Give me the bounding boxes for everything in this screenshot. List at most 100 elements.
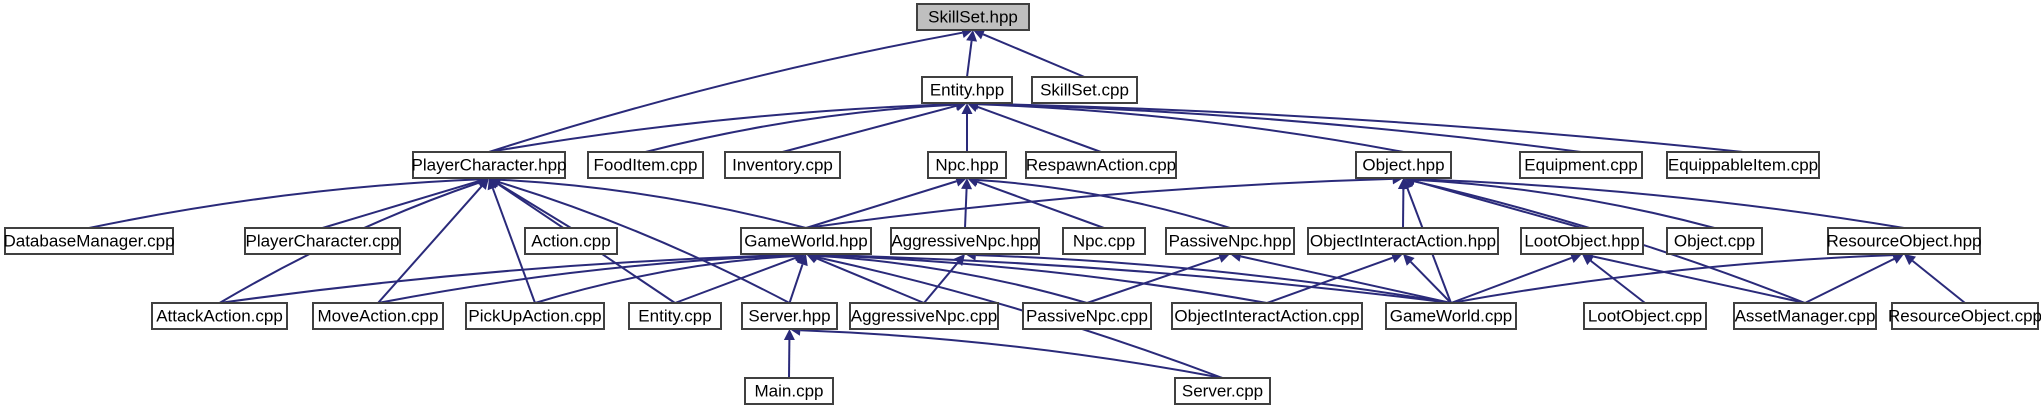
graph-node-databasemanager-cpp[interactable]: DatabaseManager.cpp: [3, 227, 175, 255]
graph-node-main-cpp[interactable]: Main.cpp: [744, 377, 834, 405]
graph-node-box-root[interactable]: [916, 3, 1030, 31]
graph-node-box[interactable]: [1666, 227, 1763, 255]
graph-node-box[interactable]: [1666, 151, 1820, 179]
graph-edge: [976, 180, 1105, 229]
graph-node-passivenpc-cpp[interactable]: PassiveNpc.cpp: [1022, 302, 1152, 330]
graph-node-aggressivenpc-cpp[interactable]: AggressiveNpc.cpp: [849, 302, 999, 330]
graph-node-box[interactable]: [740, 227, 872, 255]
graph-edge-arrow: [1569, 252, 1582, 264]
graph-node-box[interactable]: [1165, 227, 1295, 255]
graph-node-lootobject-hpp[interactable]: LootObject.hpp: [1520, 227, 1644, 255]
graph-node-npc-hpp[interactable]: Npc.hpp: [927, 151, 1007, 179]
graph-node-box[interactable]: [587, 151, 704, 179]
graph-edge: [982, 33, 1085, 78]
graph-node-box[interactable]: [1385, 302, 1517, 330]
graph-edge-arrow: [973, 29, 986, 40]
graph-node-inventory-cpp[interactable]: Inventory.cpp: [724, 151, 841, 179]
graph-node-skillset-hpp[interactable]: SkillSet.hpp: [916, 3, 1030, 31]
graph-node-resourceobject-hpp[interactable]: ResourceObject.hpp: [1827, 227, 1982, 255]
graph-node-box[interactable]: [1022, 302, 1152, 330]
graph-node-box[interactable]: [628, 302, 722, 330]
graph-node-equippableitem-cpp[interactable]: EquippableItem.cpp: [1666, 151, 1820, 179]
graph-node-gameworld-hpp[interactable]: GameWorld.hpp: [740, 227, 872, 255]
graph-node-aggressivenpc-hpp[interactable]: AggressiveNpc.hpp: [890, 227, 1040, 255]
graph-node-box[interactable]: [1355, 151, 1452, 179]
graph-node-box[interactable]: [1733, 302, 1877, 330]
graph-node-box[interactable]: [244, 227, 401, 255]
graph-edge: [498, 181, 790, 304]
graph-edge: [816, 254, 1268, 304]
graph-edge-arrow: [1403, 254, 1415, 266]
graph-node-box[interactable]: [741, 302, 838, 330]
graph-edge: [1450, 254, 1894, 304]
graph-node-moveaction-cpp[interactable]: MoveAction.cpp: [312, 302, 444, 330]
graph-edge: [1414, 178, 1905, 229]
graph-node-lootobject-cpp[interactable]: LootObject.cpp: [1583, 302, 1707, 330]
graph-node-box[interactable]: [1031, 76, 1138, 104]
graph-node-fooditem-cpp[interactable]: FoodItem.cpp: [587, 151, 704, 179]
graph-edge: [1592, 255, 1806, 304]
graph-node-pickupaction-cpp[interactable]: PickUpAction.cpp: [465, 302, 605, 330]
graph-node-box[interactable]: [151, 302, 288, 330]
graph-edge: [800, 329, 1223, 379]
graph-node-objectinteractaction-hpp[interactable]: ObjectInteractAction.hpp: [1307, 227, 1499, 255]
graph-edges: [88, 27, 1966, 379]
graph-node-box[interactable]: [927, 151, 1007, 179]
graph-node-respawnaction-cpp[interactable]: RespawnAction.cpp: [1025, 151, 1177, 179]
graph-node-assetmanager-cpp[interactable]: AssetManager.cpp: [1733, 302, 1877, 330]
graph-node-server-hpp[interactable]: Server.hpp: [741, 302, 838, 330]
graph-node-box[interactable]: [1583, 302, 1707, 330]
graph-node-server-cpp[interactable]: Server.cpp: [1174, 377, 1271, 405]
graph-node-box[interactable]: [465, 302, 605, 330]
graph-node-box[interactable]: [312, 302, 444, 330]
graph-node-box[interactable]: [1520, 227, 1644, 255]
graph-node-box[interactable]: [921, 76, 1013, 104]
graph-edge: [975, 254, 1452, 304]
graph-edge: [977, 103, 1404, 153]
graph-node-skillset-cpp[interactable]: SkillSet.cpp: [1031, 76, 1138, 104]
graph-node-box[interactable]: [1174, 377, 1271, 405]
graph-node-box[interactable]: [724, 151, 841, 179]
graph-edge: [966, 40, 973, 78]
graph-edge: [788, 264, 804, 304]
graph-edge: [782, 104, 957, 153]
graph-node-box[interactable]: [744, 377, 834, 405]
graph-node-entity-cpp[interactable]: Entity.cpp: [628, 302, 722, 330]
graph-node-box[interactable]: [1171, 302, 1363, 330]
graph-node-box[interactable]: [849, 302, 999, 330]
graph-node-box[interactable]: [1307, 227, 1499, 255]
graph-node-box[interactable]: [1891, 302, 2039, 330]
graph-node-box[interactable]: [1519, 151, 1643, 179]
graph-node-playercharacter-hpp[interactable]: PlayerCharacter.hpp: [412, 151, 567, 179]
graph-edge: [1086, 256, 1220, 304]
graph-edge: [1804, 257, 1895, 304]
graph-node-box[interactable]: [890, 227, 1040, 255]
graph-edge: [1911, 260, 1966, 304]
graph-node-box[interactable]: [1062, 227, 1146, 255]
graph-edge: [377, 185, 483, 304]
graph-node-npc-cpp[interactable]: Npc.cpp: [1062, 227, 1146, 255]
graph-node-attackaction-cpp[interactable]: AttackAction.cpp: [151, 302, 288, 330]
graph-edge: [923, 261, 959, 304]
graph-node-playercharacter-cpp[interactable]: PlayerCharacter.cpp: [244, 227, 401, 255]
graph-node-passivenpc-hpp[interactable]: PassiveNpc.hpp: [1165, 227, 1295, 255]
graph-node-objectinteractaction-cpp[interactable]: ObjectInteractAction.cpp: [1171, 302, 1363, 330]
graph-node-box[interactable]: [4, 227, 174, 255]
graph-node-box[interactable]: [524, 227, 618, 255]
graph-node-equipment-cpp[interactable]: Equipment.cpp: [1519, 151, 1643, 179]
graph-edge: [534, 254, 796, 304]
graph-edge: [816, 256, 1223, 379]
graph-node-object-cpp[interactable]: Object.cpp: [1666, 227, 1763, 255]
graph-edge-arrow: [477, 178, 489, 190]
graph-node-box[interactable]: [1827, 227, 1981, 255]
graph-edge: [816, 254, 1088, 304]
graph-node-action-cpp[interactable]: Action.cpp: [524, 227, 618, 255]
graph-node-object-hpp[interactable]: Object.hpp: [1355, 151, 1452, 179]
graph-node-entity-hpp[interactable]: Entity.hpp: [921, 76, 1013, 104]
graph-node-resourceobject-cpp[interactable]: ResourceObject.cpp: [1888, 302, 2041, 330]
graph-node-box[interactable]: [412, 151, 566, 179]
graph-node-gameworld-cpp[interactable]: GameWorld.cpp: [1385, 302, 1517, 330]
graph-node-box[interactable]: [1025, 151, 1177, 179]
